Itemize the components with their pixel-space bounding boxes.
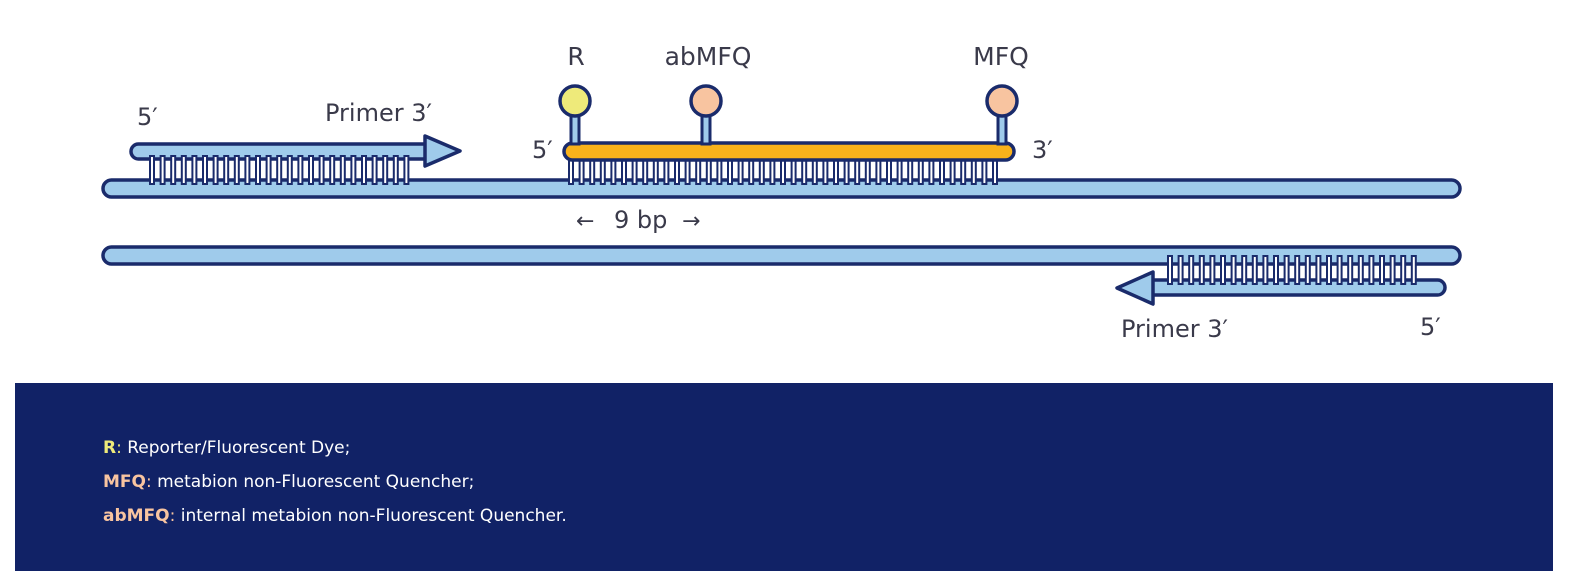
base-pair-rung xyxy=(223,155,230,185)
reporter-label: R xyxy=(567,42,584,71)
base-pair-rung xyxy=(1326,255,1332,285)
end-quencher xyxy=(985,84,1019,146)
probe-body xyxy=(562,141,1016,162)
base-pair-rung xyxy=(392,155,399,185)
bottom-primer-5prime-label: 5′ xyxy=(1420,313,1441,341)
legend-term: MFQ xyxy=(103,472,146,492)
base-pair-rung xyxy=(403,155,410,185)
base-pair-rung xyxy=(1315,255,1322,285)
base-pair-rung xyxy=(255,155,261,185)
base-pair-rung xyxy=(1188,255,1195,285)
base-pair-rung xyxy=(1241,255,1248,285)
base-pair-rung xyxy=(361,155,367,185)
base-pair-rung xyxy=(297,155,304,185)
base-pair-rung xyxy=(276,155,283,185)
base-pair-rung xyxy=(1347,255,1354,285)
probe-diagram: 5′ Primer 3′ 5′ 3′ R abMFQ MFQ ← 9 bp → … xyxy=(101,42,1462,343)
base-pair-rung xyxy=(1251,255,1258,285)
base-pair-rung xyxy=(1410,255,1417,285)
base-pair-rung xyxy=(382,155,389,185)
internal-quencher xyxy=(689,84,723,146)
base-pair-rung xyxy=(1294,255,1301,285)
legend-term: abMFQ xyxy=(103,506,170,526)
base-pair-rung xyxy=(265,155,272,185)
spacing-arrow-left: ← xyxy=(576,209,594,234)
base-pair-rung xyxy=(1273,255,1279,285)
reverse-primer-base-pairs xyxy=(1167,255,1417,285)
legend-separator: : xyxy=(145,472,152,492)
base-pair-rung xyxy=(1400,255,1407,285)
end-quencher-label: MFQ xyxy=(973,42,1029,71)
base-pair-rung xyxy=(339,155,346,185)
legend-item-mfq: MFQ: metabion non-Fluorescent Quencher; xyxy=(103,465,567,499)
base-pair-rung xyxy=(350,155,357,185)
bottom-dna-strand xyxy=(101,245,1462,266)
internal-quencher-label: abMFQ xyxy=(665,42,752,71)
base-pair-rung xyxy=(1177,255,1184,285)
base-pair-rung xyxy=(1198,255,1205,285)
base-pair-rung xyxy=(191,155,198,185)
reverse-primer-arrowhead xyxy=(1115,270,1155,306)
base-pair-rung xyxy=(159,155,166,185)
base-pair-rung xyxy=(170,155,177,185)
base-pair-rung xyxy=(1357,255,1364,285)
base-pair-rung xyxy=(212,155,219,185)
base-pair-rung xyxy=(1368,255,1375,285)
base-pair-rung xyxy=(329,155,336,185)
legend-panel: R: Reporter/Fluorescent Dye; MFQ: metabi… xyxy=(15,383,1553,571)
reverse-primer xyxy=(1115,255,1447,306)
base-pair-rung xyxy=(233,155,240,185)
base-pair-rung xyxy=(180,155,187,185)
legend-description: internal metabion non-Fluorescent Quench… xyxy=(175,506,567,526)
base-pair-rung xyxy=(1220,255,1226,285)
legend-description: metabion non-Fluorescent Quencher; xyxy=(151,472,475,492)
forward-primer-base-pairs xyxy=(149,155,410,185)
base-pair-rung xyxy=(1304,255,1311,285)
legend-separator: : xyxy=(169,506,176,526)
base-pair-rung xyxy=(244,155,251,185)
base-pair-rung xyxy=(202,155,208,185)
spacing-label: 9 bp xyxy=(614,206,667,234)
legend-description: Reporter/Fluorescent Dye; xyxy=(121,438,351,458)
legend-item-reporter: R: Reporter/Fluorescent Dye; xyxy=(103,431,567,465)
base-pair-rung xyxy=(149,155,155,185)
base-pair-rung xyxy=(1230,255,1237,285)
base-pair-rung xyxy=(1167,255,1173,285)
forward-primer-arrowhead xyxy=(423,134,462,168)
reporter-dye xyxy=(558,84,592,146)
spacing-arrow-right: → xyxy=(682,209,700,234)
probe-5prime-label: 5′ xyxy=(532,136,553,164)
base-pair-rung xyxy=(1209,255,1216,285)
top-primer-label: Primer 3′ xyxy=(325,99,432,127)
base-pair-rung xyxy=(308,155,314,185)
bottom-primer-label: Primer 3′ xyxy=(1121,315,1228,343)
base-pair-rung xyxy=(1379,255,1385,285)
legend-list: R: Reporter/Fluorescent Dye; MFQ: metabi… xyxy=(103,431,567,533)
base-pair-rung xyxy=(371,155,378,185)
probe-3prime-label: 3′ xyxy=(1032,136,1053,164)
taqman-probe xyxy=(558,84,1019,185)
base-pair-rung xyxy=(1389,255,1396,285)
forward-primer xyxy=(129,134,462,185)
top-primer-5prime-label: 5′ xyxy=(137,103,158,131)
base-pair-rung xyxy=(318,155,325,185)
legend-term: R xyxy=(103,438,117,458)
base-pair-rung xyxy=(1283,255,1290,285)
legend-separator: : xyxy=(116,438,122,458)
base-pair-rung xyxy=(1336,255,1343,285)
base-pair-rung xyxy=(1262,255,1269,285)
legend-item-abmfq: abMFQ: internal metabion non-Fluorescent… xyxy=(103,499,567,533)
base-pair-rung xyxy=(286,155,293,185)
